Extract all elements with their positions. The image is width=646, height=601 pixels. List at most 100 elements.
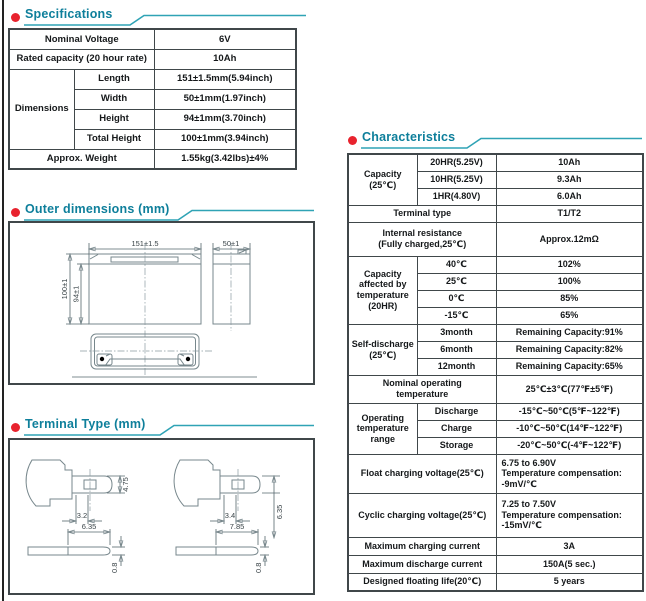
section-title: Outer dimensions (mm) [25, 202, 170, 216]
characteristics-table: Capacity (25℃) 20HR(5.25V) 10Ah 10HR(5.2… [347, 153, 644, 592]
header-rule [24, 209, 314, 221]
spec-sublabel: Length [73, 68, 155, 90]
outer-dimensions-drawing: 151±1.5 100±1 94±1 50±1 [8, 221, 315, 385]
header-rule [24, 14, 306, 26]
char-value: 65% [495, 306, 644, 325]
bullet-icon [11, 208, 20, 217]
table-row: Terminal type T1/T2 [347, 204, 644, 223]
section-header-characteristics: Characteristics [347, 129, 644, 151]
dim-t2-slot-width: 3.4 [225, 511, 235, 520]
dim-t2-overall-height: 6.35 [275, 505, 284, 520]
char-label: Nominal operating temperature [347, 374, 497, 404]
char-value: 100% [495, 272, 644, 291]
section-title: Specifications [25, 7, 113, 21]
spec-value: 1.55kg(3.42lbs)±4% [153, 148, 297, 170]
table-row: Approx. Weight 1.55kg(3.42lbs)±4% [8, 148, 297, 170]
table-row: Dimensions Length 151±1.5mm(5.94inch) [8, 68, 297, 150]
spec-value: 50±1mm(1.97inch) [153, 88, 297, 110]
char-group-label: Self-discharge (25℃) [347, 323, 418, 376]
table-row: Cyclic charging voltage(25℃) 7.25 to 7.5… [347, 492, 644, 538]
table-row: 1HR(4.80V) 6.0Ah [348, 187, 644, 206]
char-value: -20℃~50℃(-4℉~122℉) [495, 436, 644, 455]
spec-sublabel: Total Height [73, 128, 155, 150]
terminal-type-drawing: 4.75 3.2 6.35 0.8 [8, 438, 315, 595]
char-value: 25℃±3℃(77℉±5℉) [495, 374, 644, 404]
char-value: 102% [495, 255, 644, 274]
char-value: 3A [495, 536, 644, 556]
char-label: Float charging voltage(25℃) [347, 453, 497, 494]
bullet-icon [11, 13, 20, 22]
char-value: 9.3Ah [495, 170, 644, 189]
table-row: Designed floating life(20℃) 5 years [347, 572, 644, 592]
table-row: Capacity affected by temperature (20HR) … [347, 255, 644, 325]
dim-total-height: 100±1 [60, 279, 69, 300]
dim-t1-blade-thickness: 0.8 [110, 563, 119, 573]
char-label: Cyclic charging voltage(25℃) [347, 492, 497, 538]
table-row: 10HR(5.25V) 9.3Ah [348, 170, 644, 189]
char-sublabel: 6month [416, 340, 497, 359]
spec-value: 10Ah [153, 48, 297, 70]
section-header-terminal-type: Terminal Type (mm) [10, 416, 316, 438]
table-row: Internal resistance (Fully charged,25℃) … [347, 221, 644, 257]
char-sublabel: 40℃ [416, 255, 497, 274]
table-row: Rated capacity (20 hour rate) 10Ah [8, 48, 297, 70]
terminal-t2: 3.4 6.35 7.85 0.8 [173, 459, 284, 573]
char-value: 6.75 to 6.90V Temperature compensation: … [495, 453, 644, 494]
char-sublabel: Charge [416, 419, 497, 438]
table-row: Storage -20℃~50℃(-4℉~122℉) [348, 436, 644, 455]
table-row: Charge -10℃~50℃(14℉~122℉) [348, 419, 644, 438]
char-group-label: Capacity affected by temperature (20HR) [347, 255, 418, 325]
spec-sublabel: Width [73, 88, 155, 110]
bottom-view [72, 333, 257, 378]
char-sublabel: Discharge [416, 402, 497, 421]
table-row: Maximum charging current 3A [347, 536, 644, 556]
char-sublabel: 10HR(5.25V) [416, 170, 497, 189]
spec-value: 151±1.5mm(5.94inch) [153, 68, 297, 90]
char-value: 150A(5 sec.) [495, 554, 644, 574]
table-row: Maximum discharge current 150A(5 sec.) [347, 554, 644, 574]
spec-group-label: Dimensions [8, 68, 75, 150]
table-row: Capacity (25℃) 20HR(5.25V) 10Ah [347, 153, 644, 206]
spec-value: 94±1mm(3.70inch) [153, 108, 297, 130]
front-view: 151±1.5 100±1 94±1 [60, 239, 201, 375]
table-row: Nominal Voltage 6V [8, 28, 297, 50]
char-label: Maximum discharge current [347, 554, 497, 574]
char-value: -10℃~50℃(14℉~122℉) [495, 419, 644, 438]
char-label: Designed floating life(20℃) [347, 572, 497, 592]
char-sublabel: 1HR(4.80V) [416, 187, 497, 206]
table-row: Nominal operating temperature 25℃±3℃(77℉… [347, 374, 644, 404]
char-value: -15℃~50℃(5℉~122℉) [495, 402, 644, 421]
table-row: Float charging voltage(25℃) 6.75 to 6.90… [347, 453, 644, 494]
char-sublabel: -15℃ [416, 306, 497, 325]
char-sublabel: 12month [416, 357, 497, 376]
char-value: 7.25 to 7.50V Temperature compensation: … [495, 492, 644, 538]
char-value: 6.0Ah [495, 187, 644, 206]
dim-t2-blade-thickness: 0.8 [254, 563, 263, 573]
char-label: Internal resistance (Fully charged,25℃) [347, 221, 497, 257]
dim-t1-tab-height: 4.75 [121, 477, 130, 492]
section-title: Terminal Type (mm) [25, 417, 146, 431]
dim-t1-slot-width: 3.2 [77, 511, 87, 520]
spec-value: 100±1mm(3.94inch) [153, 128, 297, 150]
char-sublabel: 0℃ [416, 289, 497, 308]
char-sublabel: Storage [416, 436, 497, 455]
table-row: 6month Remaining Capacity:82% [348, 340, 644, 359]
header-rule [24, 424, 314, 436]
dim-t2-blade-length: 7.85 [230, 522, 245, 531]
char-sublabel: 3month [416, 323, 497, 342]
specifications-table: Nominal Voltage 6V Rated capacity (20 ho… [8, 28, 298, 170]
table-row: Total Height 100±1mm(3.94inch) [9, 128, 297, 150]
section-header-outer-dimensions: Outer dimensions (mm) [10, 201, 316, 223]
terminal-t1: 4.75 3.2 6.35 0.8 [25, 459, 130, 573]
char-value: T1/T2 [495, 204, 644, 223]
char-value: 5 years [495, 572, 644, 592]
table-row: Operating temperature range Discharge -1… [347, 402, 644, 455]
spec-sublabel: Height [73, 108, 155, 130]
char-sublabel: 20HR(5.25V) [416, 153, 497, 172]
spec-label: Rated capacity (20 hour rate) [8, 48, 155, 70]
char-group-label: Capacity (25℃) [347, 153, 418, 206]
section-title: Characteristics [362, 130, 456, 144]
char-group-label: Operating temperature range [347, 402, 418, 455]
char-label: Terminal type [347, 204, 497, 223]
